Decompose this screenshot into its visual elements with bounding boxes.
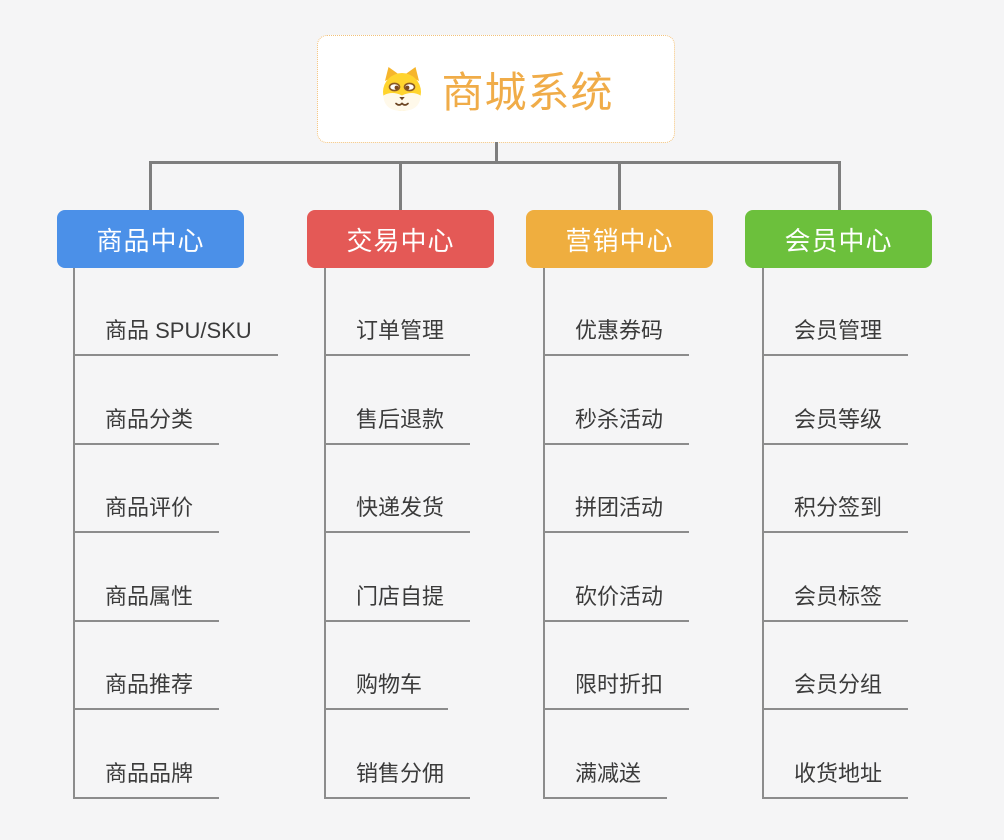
connector-drop-member bbox=[838, 163, 841, 210]
leaf-node[interactable]: 会员管理 bbox=[764, 317, 909, 356]
leaf-node[interactable]: 售后退款 bbox=[326, 406, 471, 445]
leaf-node[interactable]: 砍价活动 bbox=[545, 583, 690, 622]
leaf-node[interactable]: 会员标签 bbox=[764, 583, 909, 622]
leaf-node[interactable]: 收货地址 bbox=[764, 760, 909, 799]
leaf-node[interactable]: 拼团活动 bbox=[545, 494, 690, 533]
branch-trunk-member: 会员管理 会员等级 积分签到 会员标签 会员分组 收货地址 bbox=[762, 268, 909, 799]
branch-node-trade-center[interactable]: 交易中心 bbox=[307, 210, 494, 268]
leaf-node[interactable]: 满减送 bbox=[545, 760, 668, 799]
leaf-node[interactable]: 商品 SPU/SKU bbox=[75, 317, 278, 356]
leaf-node[interactable]: 会员等级 bbox=[764, 406, 909, 445]
branch-trunk-marketing: 优惠券码 秒杀活动 拼团活动 砍价活动 限时折扣 满减送 bbox=[543, 268, 690, 799]
leaf-node[interactable]: 销售分佣 bbox=[326, 760, 471, 799]
leaf-node[interactable]: 商品评价 bbox=[75, 494, 220, 533]
connector-drop-product bbox=[149, 163, 152, 210]
leaf-node[interactable]: 优惠券码 bbox=[545, 317, 690, 356]
leaf-node[interactable]: 商品分类 bbox=[75, 406, 220, 445]
root-node[interactable]: 商城系统 bbox=[317, 35, 675, 143]
leaf-node[interactable]: 购物车 bbox=[326, 671, 449, 710]
connector-drop-marketing bbox=[618, 163, 621, 210]
branch-trunk-trade: 订单管理 售后退款 快递发货 门店自提 购物车 销售分佣 bbox=[324, 268, 471, 799]
leaf-node[interactable]: 订单管理 bbox=[326, 317, 471, 356]
leaf-node[interactable]: 会员分组 bbox=[764, 671, 909, 710]
leaf-node[interactable]: 限时折扣 bbox=[545, 671, 690, 710]
leaf-node[interactable]: 商品品牌 bbox=[75, 760, 220, 799]
branch-node-marketing-center[interactable]: 营销中心 bbox=[526, 210, 713, 268]
leaf-node[interactable]: 积分签到 bbox=[764, 494, 909, 533]
connector-drop-trade bbox=[399, 163, 402, 210]
shiba-dog-icon bbox=[383, 67, 422, 111]
leaf-node[interactable]: 商品推荐 bbox=[75, 671, 220, 710]
connector-root-stem bbox=[495, 142, 498, 162]
leaf-node[interactable]: 门店自提 bbox=[326, 583, 471, 622]
leaf-node[interactable]: 快递发货 bbox=[326, 494, 471, 533]
root-node-title: 商城系统 bbox=[441, 68, 614, 116]
connector-horizontal-rail bbox=[149, 161, 841, 164]
leaf-node[interactable]: 商品属性 bbox=[75, 583, 220, 622]
branch-node-member-center[interactable]: 会员中心 bbox=[745, 210, 932, 268]
branch-trunk-product: 商品 SPU/SKU 商品分类 商品评价 商品属性 商品推荐 商品品牌 bbox=[73, 268, 278, 799]
branch-node-product-center[interactable]: 商品中心 bbox=[57, 210, 244, 268]
leaf-node[interactable]: 秒杀活动 bbox=[545, 406, 690, 445]
